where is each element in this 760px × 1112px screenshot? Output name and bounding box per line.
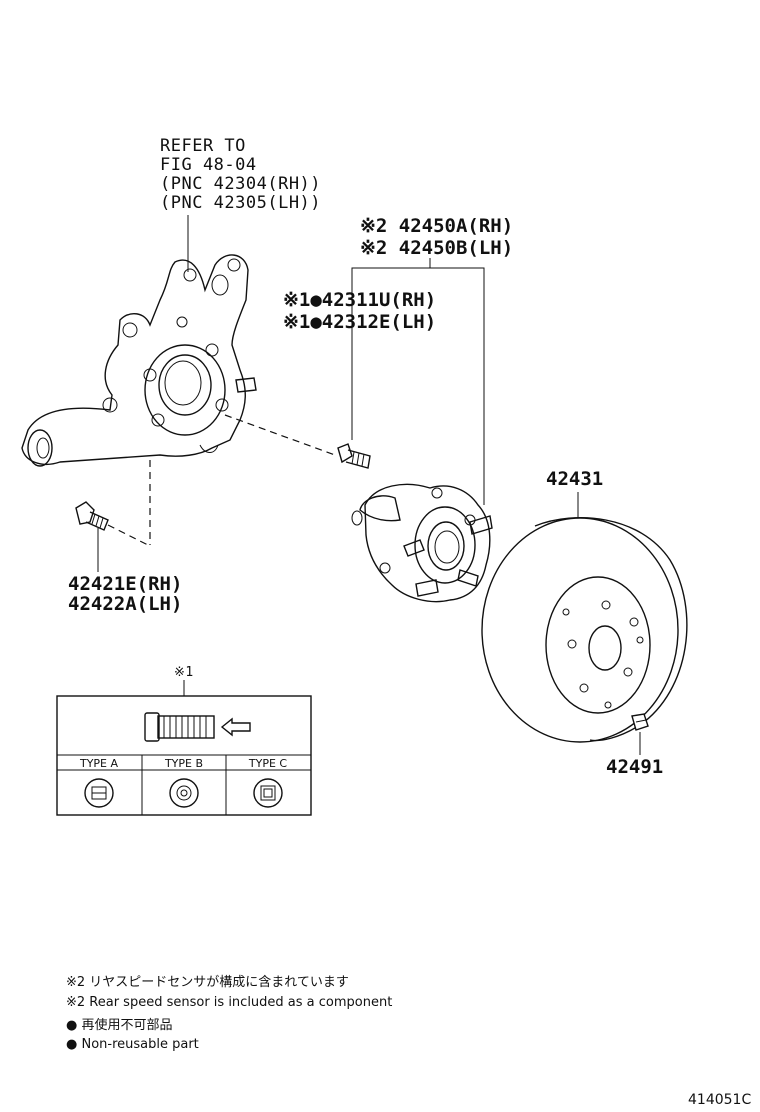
assembly-line bbox=[107, 524, 149, 546]
hub-bearing bbox=[351, 483, 493, 603]
steering-knuckle bbox=[21, 254, 257, 467]
type-c-label: TYPE C bbox=[248, 757, 288, 770]
refer-line-1: REFER TO bbox=[160, 136, 246, 156]
disc-screw bbox=[631, 713, 649, 731]
knuckle-bolt bbox=[75, 501, 109, 531]
part-label-hub-rh: ※2 42450A(RH) bbox=[360, 215, 514, 237]
note-nonreusable-jp: ● 再使用不可部品 bbox=[66, 1018, 173, 1033]
part-label-bolt-lh: ※1●42312E(LH) bbox=[283, 311, 437, 333]
figure-id: 414051C bbox=[688, 1092, 752, 1108]
assembly-line bbox=[224, 414, 336, 456]
note-sensor-en: ※2 Rear speed sensor is included as a co… bbox=[66, 995, 393, 1010]
inset-mark: ※1 bbox=[174, 665, 194, 680]
type-a-label: TYPE A bbox=[79, 757, 119, 770]
note-nonreusable-en: ● Non-reusable part bbox=[66, 1037, 199, 1052]
refer-line-3: (PNC 42304(RH)) bbox=[160, 174, 322, 194]
brake-disc bbox=[481, 517, 688, 743]
refer-line-4: (PNC 42305(LH)) bbox=[160, 193, 322, 213]
hub-bolt bbox=[337, 443, 371, 469]
part-label-screw: 42491 bbox=[606, 756, 664, 778]
hub-bracket-line bbox=[351, 267, 485, 505]
part-label-bolt-rh: ※1●42311U(RH) bbox=[283, 289, 437, 311]
part-label-disc: 42431 bbox=[546, 468, 604, 490]
type-b-label: TYPE B bbox=[164, 757, 204, 770]
part-label-hub-lh: ※2 42450B(LH) bbox=[360, 237, 514, 259]
note-sensor-jp: ※2 リヤスピードセンサが構成に含まれています bbox=[66, 975, 349, 990]
refer-line-2: FIG 48-04 bbox=[160, 155, 257, 175]
bolt-type-inset bbox=[56, 680, 312, 816]
part-label-knuckle-bolt-lh: 42422A(LH) bbox=[68, 593, 183, 615]
part-label-knuckle-bolt-rh: 42421E(RH) bbox=[68, 573, 183, 595]
